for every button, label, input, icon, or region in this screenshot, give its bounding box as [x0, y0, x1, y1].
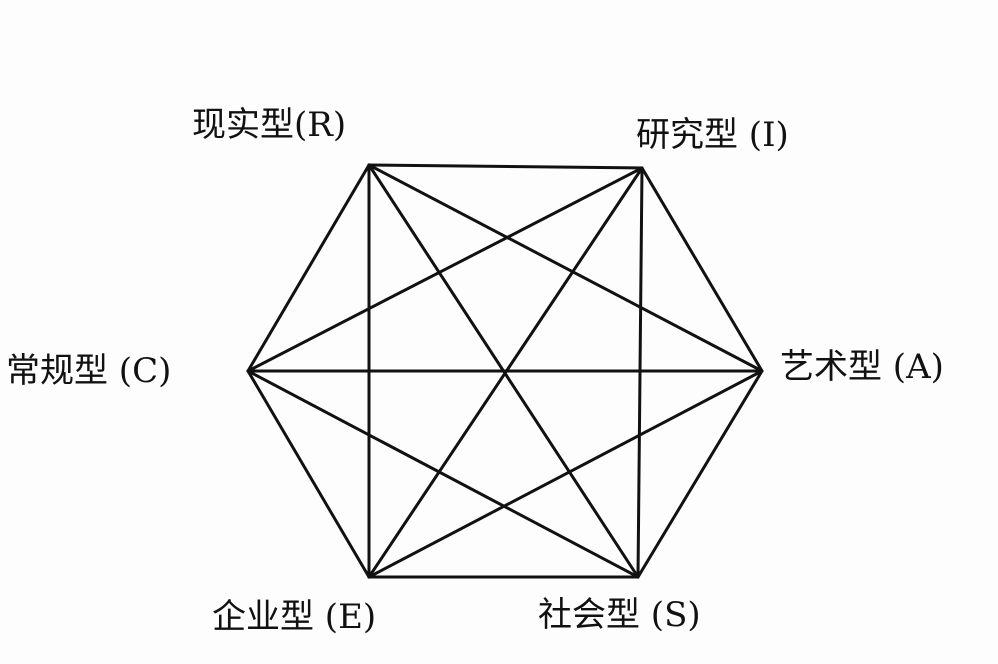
label-investigative: 研究型 (I)	[636, 115, 789, 155]
label-realistic: 现实型(R)	[192, 105, 347, 145]
label-social: 社会型 (S)	[538, 595, 701, 635]
edge-R-I	[367, 163, 644, 170]
edge-A-E	[367, 369, 764, 579]
edges-group	[246, 163, 764, 579]
label-artistic: 艺术型 (A)	[780, 347, 944, 387]
edge-R-A	[367, 163, 764, 373]
label-conventional: 常规型 (C)	[6, 351, 172, 391]
edge-I-C	[246, 166, 644, 373]
edge-C-E	[246, 369, 371, 579]
edge-C-S	[246, 369, 640, 579]
label-enterprising: 企业型 (E)	[212, 597, 377, 637]
edge-R-C	[246, 163, 371, 373]
edge-I-A	[640, 166, 764, 373]
edge-A-S	[636, 369, 764, 579]
